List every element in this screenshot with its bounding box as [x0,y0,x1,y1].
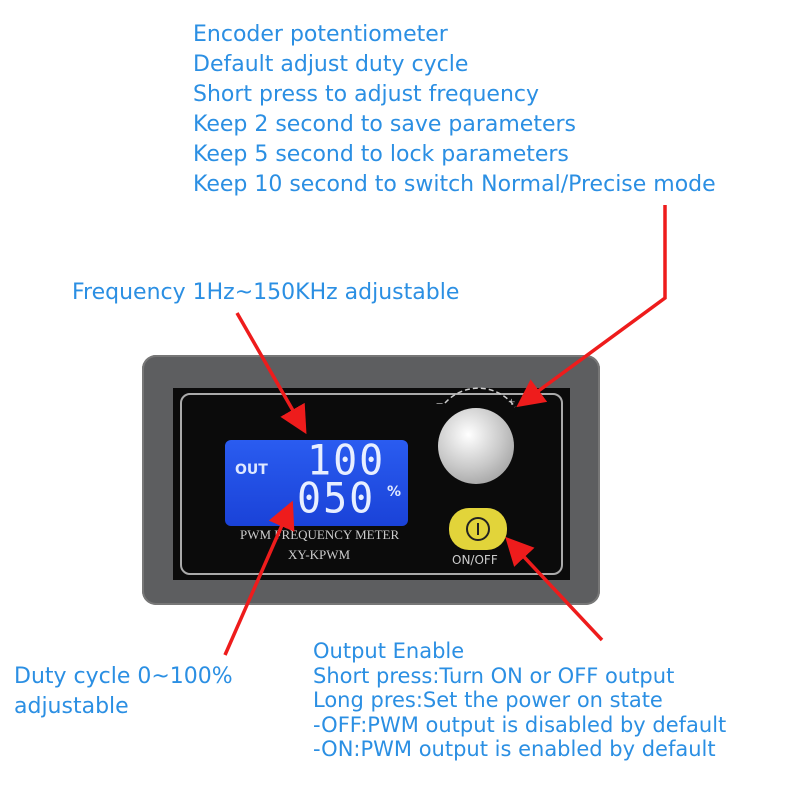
encoder-knob[interactable] [438,408,514,484]
panel-bezel [180,393,563,575]
on-off-label: ON/OFF [452,553,498,567]
knob-scale [444,387,516,408]
lcd-unit: % [387,484,402,500]
knob-plus: + [508,394,516,409]
note-line: Keep 10 second to switch Normal/Precise … [193,172,716,197]
power-icon [466,517,490,541]
note-line: Long pres:Set the power on state [313,688,663,712]
lcd-duty-value: 050 [297,474,376,524]
duty-arrow [223,500,295,656]
frequency-note: Frequency 1Hz~150KHz adjustable [72,280,460,305]
encoder-notes: Encoder potentiometer Default adjust dut… [193,20,716,200]
note-line: Default adjust duty cycle [193,52,469,77]
note-line: Short press:Turn ON or OFF output [313,663,675,688]
output-notes: Output Enable Short press:Turn ON or OFF… [313,639,726,762]
note-line: -ON:PWM output is enabled by default [313,737,716,761]
device-model: XY-KPWM [288,547,351,562]
frequency-arrow [235,312,307,435]
lcd-frequency-value: 100 [307,436,386,486]
note-line: Duty cycle 0~100% [14,664,233,689]
note-line: Short press to adjust frequency [193,82,540,107]
note-line: adjustable [14,694,129,719]
encoder-arrow [516,205,667,408]
lcd-out-label: OUT [235,462,268,478]
note-line: Keep 5 second to lock parameters [193,142,569,167]
note-line: Output Enable [313,639,465,663]
note-line: Keep 2 second to save parameters [193,112,576,137]
on-off-button[interactable] [449,508,507,550]
output-arrow [505,536,604,642]
note-line: -OFF:PWM output is disabled by default [313,712,727,737]
duty-note: Duty cycle 0~100% adjustable [14,662,233,722]
knob-minus: − [436,396,444,411]
lcd-display: OUT 100 050 % [225,436,408,526]
note-line: Encoder potentiometer [193,22,448,47]
